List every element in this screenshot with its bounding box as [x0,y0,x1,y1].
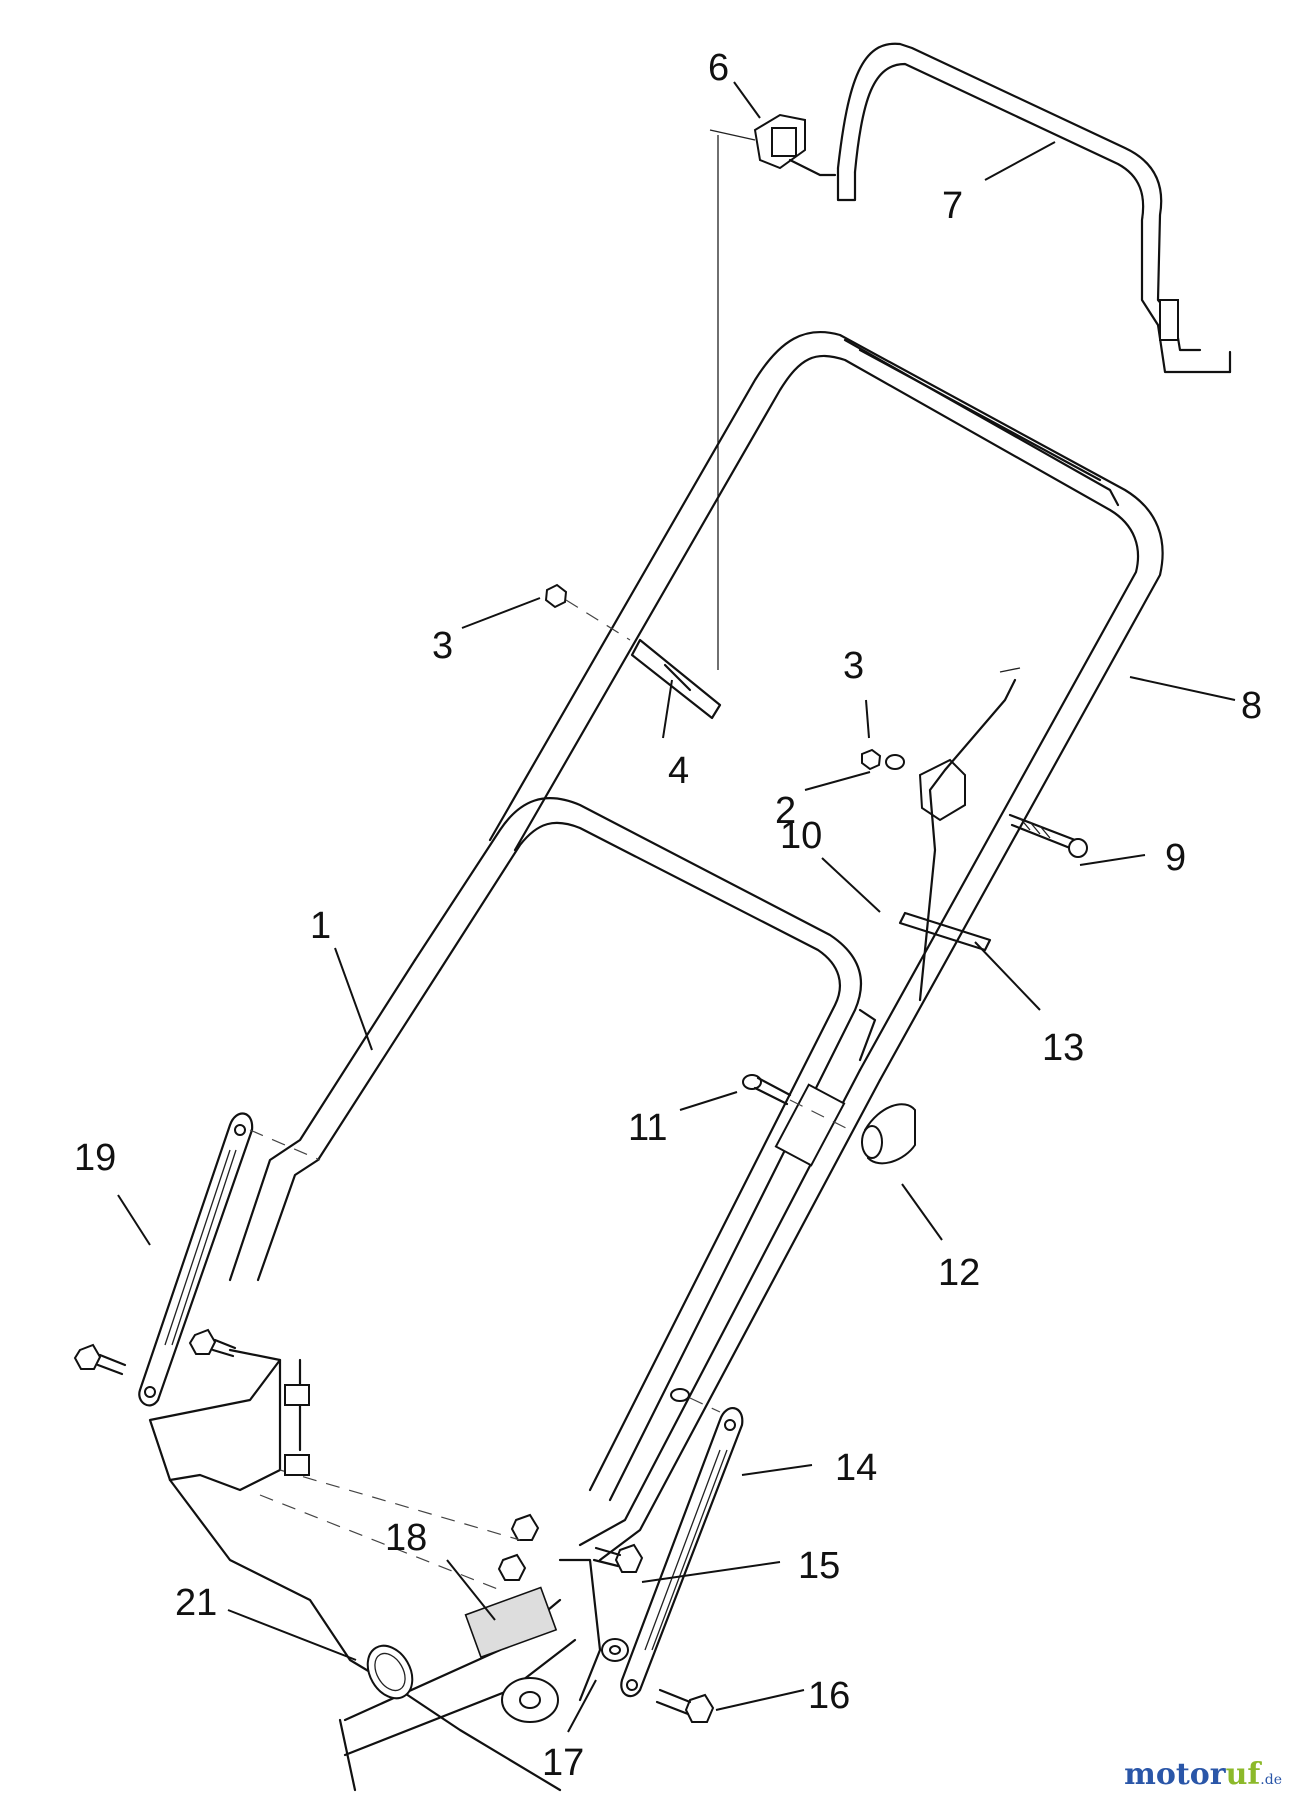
part-7-bail-bar [836,42,1232,374]
callout-17: 17 [542,1742,584,1784]
part-12-handle-knob [861,1103,916,1165]
part-8-upper-handle [488,330,1164,1082]
part-13-cable-tie [898,911,992,952]
callout-16: 16 [808,1675,850,1717]
callout-3-right: 3 [843,645,864,687]
callout-2: 2 [775,790,796,832]
callout-11: 11 [628,1107,667,1149]
part-14-right-brace [620,1388,744,1698]
callout-21: 21 [175,1582,217,1624]
callout-1: 1 [310,905,331,947]
left-bolt-lower [73,1343,127,1376]
left-bolt-upper [188,1328,237,1358]
part-21-grommet [366,1644,414,1700]
callout-9: 9 [1165,837,1186,879]
part-1-lower-handle [228,797,882,1562]
callout-labels: 6 7 3 4 3 2 8 9 10 13 1 11 12 19 14 15 1… [74,47,1262,1784]
part-18-nut [497,1513,540,1581]
part-16-bolt [655,1688,715,1723]
callout-8: 8 [1241,685,1262,727]
part-6-switch-bracket [709,113,837,670]
part-3-nut-upper [544,583,631,641]
callout-7: 7 [942,185,963,227]
part-9-bolt [1008,813,1088,858]
callout-15: 15 [798,1545,840,1587]
part-19-left-brace [138,1112,321,1407]
callout-3-upper: 3 [432,625,453,667]
callout-6: 6 [708,47,729,89]
part-11-carriage-bolt [742,1074,851,1131]
callout-18: 18 [385,1517,427,1559]
watermark-suffix: .de [1260,1772,1282,1788]
motoruf-watermark-logo: motoruf.de [1124,1757,1282,1792]
leader-lines [117,81,1236,1733]
callout-19: 19 [74,1137,116,1179]
callout-4: 4 [668,750,689,792]
part-17-washer [601,1638,629,1662]
part-2-cable-bracket [918,667,1021,1002]
callout-14: 14 [835,1447,877,1489]
callout-10: 10 [780,815,822,857]
callout-12: 12 [938,1252,980,1294]
mower-deck-rear [148,1348,602,1792]
watermark-brand-b: uf [1225,1757,1261,1792]
part-15-bolt [592,1543,644,1573]
part-4-cable-clip [630,638,722,720]
watermark-brand-a: motor [1124,1757,1226,1792]
callout-13: 13 [1042,1027,1084,1069]
part-3-nut-and-washer-right [861,748,905,771]
